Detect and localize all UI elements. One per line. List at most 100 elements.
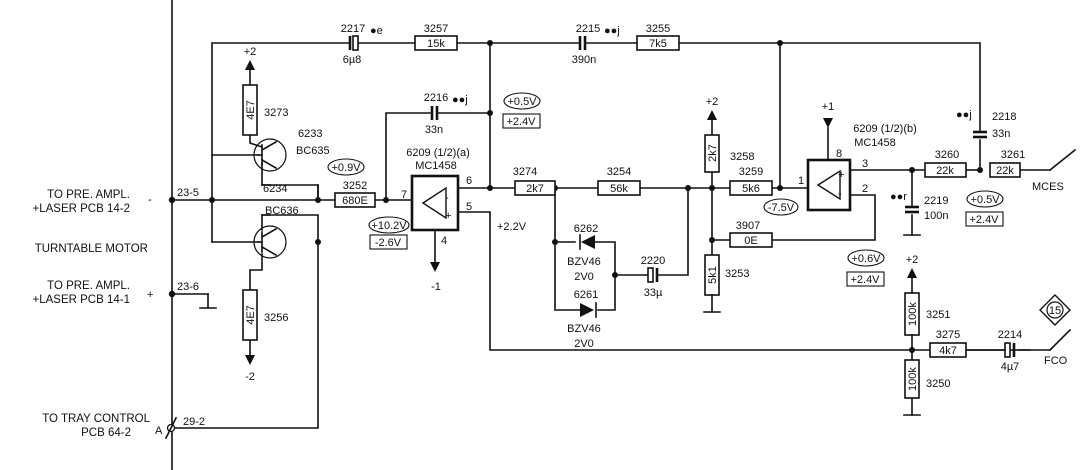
- svg-text:7: 7: [401, 189, 407, 201]
- svg-text:BZV46: BZV46: [567, 256, 601, 268]
- svg-text:2219: 2219: [924, 195, 948, 207]
- svg-text:-: -: [148, 194, 152, 206]
- voltage-annotations: +0.5V +2.4V +0.9V +10.2V -2.6V -7.5V +0.…: [327, 92, 1004, 287]
- supply-plus2-t6233: +2: [244, 46, 257, 70]
- svg-text:2220: 2220: [641, 255, 665, 267]
- svg-text:2k7: 2k7: [707, 144, 719, 162]
- resistor-3274: 2k7 3274: [513, 166, 556, 196]
- svg-text:2217: 2217: [341, 23, 365, 35]
- junction-dots: [168, 40, 983, 353]
- svg-text:+: +: [445, 210, 451, 222]
- svg-text:●●j: ●●j: [604, 25, 620, 37]
- svg-text:+2.4V: +2.4V: [969, 214, 999, 226]
- junction-dot: [612, 272, 618, 278]
- svg-text:FCO: FCO: [1044, 355, 1068, 367]
- junction-dot: [315, 239, 321, 245]
- junction-dot: [709, 185, 715, 191]
- svg-text:3257: 3257: [424, 23, 448, 35]
- svg-text:100k: 100k: [907, 302, 919, 326]
- resistor-3261: 22k 3261: [989, 149, 1025, 178]
- zener-diode-6261: 6261 BZV46 2V0: [567, 289, 601, 350]
- svg-text:-: -: [838, 188, 842, 200]
- svg-text:A: A: [155, 425, 163, 437]
- svg-text:●●j: ●●j: [956, 109, 972, 121]
- resistor-3254: 56k 3254: [597, 166, 641, 196]
- svg-text:6209 (1/2)(b): 6209 (1/2)(b): [853, 123, 917, 135]
- junction-dot: [487, 185, 493, 191]
- svg-text:22k: 22k: [936, 165, 954, 177]
- junction-dot: [977, 167, 983, 173]
- svg-text:2216: 2216: [424, 92, 448, 104]
- capacitor-2217: 2217 ●e 6µ8: [341, 23, 383, 66]
- svg-text:4µ7: 4µ7: [1001, 361, 1020, 373]
- svg-text:MCES: MCES: [1032, 181, 1064, 193]
- svg-text:3252: 3252: [343, 180, 367, 192]
- junction-dot: [168, 196, 176, 204]
- svg-text:56k: 56k: [610, 183, 628, 195]
- svg-text:3274: 3274: [513, 166, 537, 178]
- supply-plus2-3251: +2: [906, 254, 918, 278]
- svg-text:2V0: 2V0: [574, 338, 594, 350]
- opamp-6209-b: + - 6209 (1/2)(b) MC1458 1 3 2 8 +1: [798, 101, 917, 212]
- svg-text:6: 6: [466, 175, 472, 187]
- junction-dot: [315, 197, 321, 203]
- svg-text:+: +: [147, 289, 153, 301]
- svg-text:-7.5V: -7.5V: [768, 202, 795, 214]
- svg-text:100k: 100k: [907, 367, 919, 391]
- svg-text:4k7: 4k7: [939, 345, 957, 357]
- svg-text:BZV46: BZV46: [567, 323, 601, 335]
- svg-text:2: 2: [862, 183, 868, 195]
- svg-text:680E: 680E: [342, 195, 368, 207]
- svg-text:-: -: [445, 192, 449, 204]
- svg-text:+0.6V: +0.6V: [851, 253, 881, 265]
- svg-text:+: +: [838, 169, 844, 181]
- svg-text:PCB 64-2: PCB 64-2: [81, 427, 131, 439]
- resistor-3255: 7k5 3255: [636, 23, 680, 51]
- svg-text:+1: +1: [822, 101, 835, 113]
- svg-text:+LASER PCB 14-1: +LASER PCB 14-1: [33, 294, 130, 306]
- svg-text:5k1: 5k1: [707, 266, 719, 284]
- svg-text:7k5: 7k5: [649, 38, 667, 50]
- opamp-6209-a: - + 6209 (1/2)(a) MC1458 7 6 5 4 -1: [401, 147, 472, 293]
- junction-dot: [685, 185, 691, 191]
- svg-text:33n: 33n: [425, 124, 443, 136]
- resistor-3253: 5k1 3253: [704, 254, 749, 296]
- svg-text:3256: 3256: [264, 312, 288, 324]
- capacitor-2215: 2215 ●●j 390n: [572, 23, 620, 66]
- svg-text:3275: 3275: [936, 329, 960, 341]
- svg-text:0E: 0E: [744, 235, 757, 247]
- svg-text:6233: 6233: [298, 128, 322, 140]
- svg-text:+LASER PCB 14-2: +LASER PCB 14-2: [33, 203, 130, 215]
- supply-22v: +2.2V: [497, 221, 527, 233]
- svg-text:●e: ●e: [370, 25, 383, 37]
- svg-text:3259: 3259: [739, 166, 763, 178]
- ground-symbols: [199, 234, 921, 416]
- junction-dot: [487, 40, 493, 46]
- svg-text:4E7: 4E7: [245, 100, 257, 120]
- svg-text:●●j: ●●j: [452, 94, 468, 106]
- svg-text:+2: +2: [244, 46, 257, 58]
- svg-text:4: 4: [441, 235, 447, 247]
- svg-text:2218: 2218: [992, 111, 1016, 123]
- resistor-3260: 22k 3260: [924, 149, 967, 178]
- wires: [171, 42, 1077, 429]
- svg-text:2V0: 2V0: [574, 271, 594, 283]
- svg-text:5k6: 5k6: [742, 183, 760, 195]
- capacitor-2218: 2218 ●●j 33n: [956, 109, 1016, 140]
- svg-text:+2: +2: [706, 96, 719, 108]
- resistor-3275: 4k7 3275: [929, 329, 967, 358]
- svg-text:-2.6V: -2.6V: [375, 237, 402, 249]
- resistor-3256: 4E7 3256: [242, 289, 288, 341]
- svg-text:3254: 3254: [607, 166, 631, 178]
- svg-text:5: 5: [466, 201, 472, 213]
- svg-text:+2.2V: +2.2V: [497, 221, 527, 233]
- resistor-3259: 5k6 3259: [729, 166, 773, 196]
- svg-text:+10.2V: +10.2V: [371, 220, 407, 232]
- zener-diode-6262: 6262 BZV46 2V0: [567, 223, 601, 283]
- junction-dot: [777, 40, 783, 46]
- resistor-3273: 4E7 3273: [242, 84, 288, 136]
- svg-text:6261: 6261: [574, 289, 598, 301]
- svg-text:+2.4V: +2.4V: [506, 116, 536, 128]
- resistor-3251: 100k 3251: [904, 292, 950, 336]
- svg-text:BC636: BC636: [265, 205, 299, 217]
